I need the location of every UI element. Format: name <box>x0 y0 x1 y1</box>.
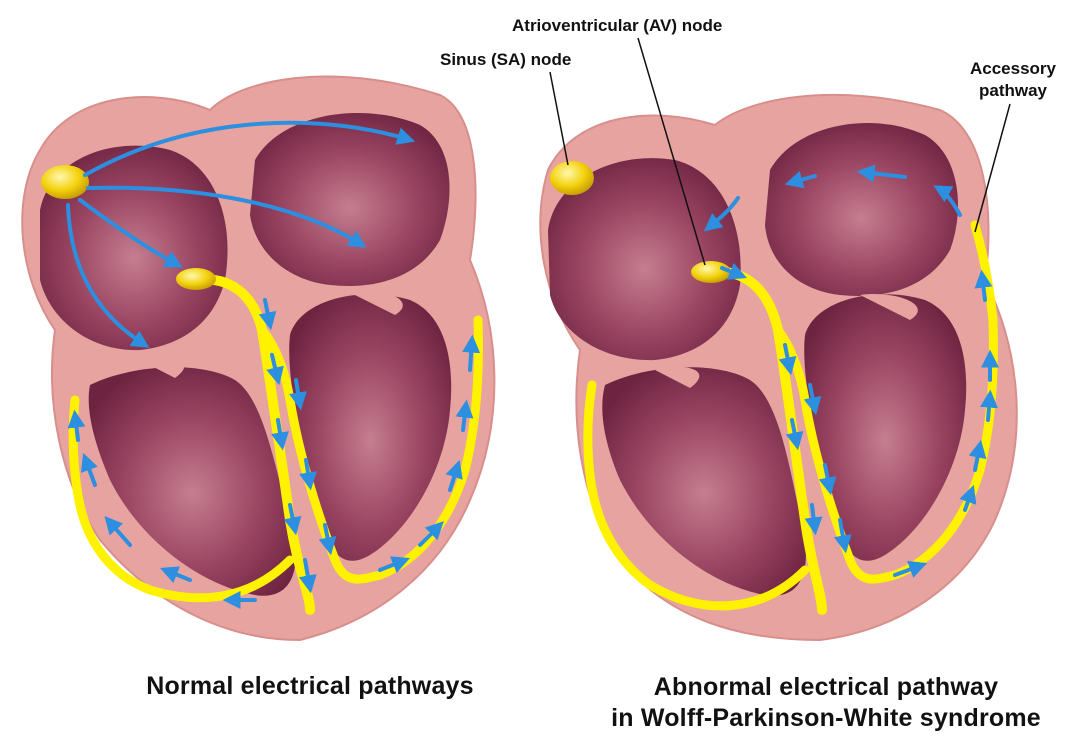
sa-node-leader <box>549 71 569 166</box>
normal-heart <box>21 75 496 642</box>
wpw-caption-line2: in Wolff-Parkinson-White syndrome <box>611 704 1041 732</box>
sa-node-label: Sinus (SA) node <box>440 50 572 69</box>
wpw-heart <box>539 93 1018 642</box>
valve <box>655 366 700 388</box>
av-node-leader <box>637 37 706 266</box>
av-node <box>176 268 216 290</box>
left-atrium <box>765 122 958 296</box>
left-ventricle <box>804 294 967 561</box>
accessory-leader <box>974 103 1011 233</box>
right-ventricle <box>88 367 296 596</box>
valve <box>345 289 403 315</box>
av-node-label: Atrioventricular (AV) node <box>512 16 723 35</box>
accessory-pathway-label: Accessory pathway <box>938 58 1088 102</box>
impulse-arrows <box>703 164 999 578</box>
wpw-caption-line1: Abnormal electrical pathway <box>653 673 999 701</box>
left-ventricle <box>289 294 452 561</box>
av-node <box>691 261 731 283</box>
accessory-label-line2: pathway <box>978 81 1048 100</box>
normal-caption: Normal electrical pathways <box>146 672 474 700</box>
valve <box>140 356 185 378</box>
sa-node <box>41 165 89 199</box>
accessory-label-line1: Accessory <box>969 59 1056 78</box>
right-ventricle <box>602 367 806 596</box>
callout-lines <box>549 37 1011 266</box>
wpw-caption: Abnormal electrical pathway in Wolff-Par… <box>560 672 1092 734</box>
right-atrium <box>548 158 741 361</box>
right-atrium <box>40 145 228 351</box>
impulse-arrows <box>66 120 481 609</box>
valve <box>860 294 918 320</box>
sa-node <box>550 161 594 195</box>
left-atrium <box>250 112 450 286</box>
